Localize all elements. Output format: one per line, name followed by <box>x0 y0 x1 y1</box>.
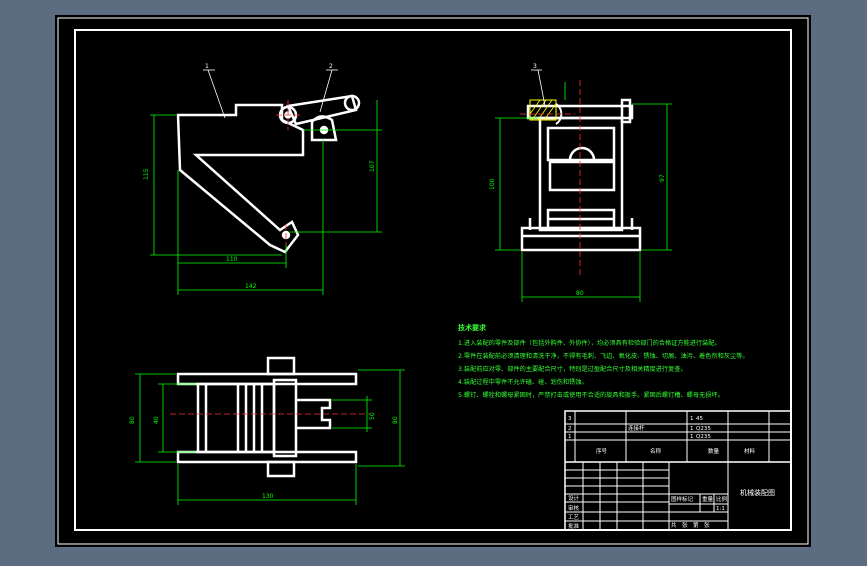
sheet-border-outer <box>57 17 809 545</box>
part-row-no: 1 <box>568 434 572 440</box>
part-row-material: Q235 <box>696 426 711 432</box>
header-qty: 数量 <box>708 447 720 455</box>
part-row-name: 连接杆 <box>628 424 645 432</box>
side-window-upper <box>546 126 616 162</box>
tech-note-line: 3.装配前应对零、部件的主要配合尺寸，特别是过盈配合尺寸及相关精度进行复查。 <box>458 365 687 373</box>
technical-requirements: 技术要求 1.进入装配的零件及部件（包括外购件、外协件），均必须具有检验部门的合… <box>458 323 749 399</box>
side-arch <box>568 146 596 161</box>
top-lug-upper <box>266 356 296 376</box>
side-view-centerlines <box>520 80 581 275</box>
weight-label: 重量 <box>702 495 714 503</box>
tech-note-line: 2.零件在装配前必须清理和清洗干净，不得有毛刺、飞边、氧化皮、锈蚀、切屑、油污、… <box>458 352 749 360</box>
tech-note-line: 4.装配过程中零件不允许磕、碰、划伤和锈蚀。 <box>458 378 588 386</box>
title-block <box>564 410 792 531</box>
scale-label: 图样标记 <box>671 495 694 503</box>
balloon-3: 3 <box>533 63 537 70</box>
tech-notes-title: 技术要求 <box>458 323 487 332</box>
part-row-qty: 1 <box>690 434 694 440</box>
dim-top-left-outer: 80 <box>129 416 136 424</box>
front-view-centerlines <box>276 100 300 246</box>
part-row-no: 2 <box>568 426 572 432</box>
dim-front-height-left: 115 <box>143 168 150 180</box>
bracket-body <box>176 103 305 254</box>
header-no: 序号 <box>596 447 608 455</box>
part-row-qty: 1 <box>690 426 694 432</box>
ratio-value: 1:1 <box>716 506 725 512</box>
approver-label: 批准 <box>568 522 580 530</box>
dim-side-height-left: 100 <box>489 178 496 190</box>
dim-front-height-right: 107 <box>369 160 376 172</box>
sheet-label: 共 张 第 张 <box>671 521 710 529</box>
top-view <box>176 356 358 478</box>
balloon-1: 1 <box>205 63 209 70</box>
top-center-block <box>272 378 298 458</box>
front-view-dim-text: 115 107 110 142 <box>143 160 376 290</box>
side-window-middle <box>548 160 616 192</box>
side-view-dimensions <box>495 69 672 302</box>
dim-top-left-inner: 40 <box>153 416 160 424</box>
dim-side-height-right: 97 <box>659 174 666 182</box>
link-clevis <box>310 115 338 142</box>
top-view-dimensions <box>135 369 405 505</box>
front-view <box>176 94 361 254</box>
part-row-material: 45 <box>696 416 703 422</box>
top-clevis <box>296 398 332 430</box>
header-name: 名称 <box>650 447 662 455</box>
title-block-text: 3 1 45 2 连接杆 1 Q235 1 1 Q235 序号 名称 数量 材料… <box>568 416 775 530</box>
side-right-lug <box>620 98 632 124</box>
drawing-sheet <box>55 15 811 547</box>
header-material: 材料 <box>744 447 756 455</box>
side-view-dim-text: 3 100 97 80 <box>489 63 666 297</box>
rod-end-boss <box>343 94 361 112</box>
dim-top-right-outer: 80 <box>392 416 399 424</box>
front-view-labels: 1 2 <box>205 63 333 70</box>
top-lug-lower <box>266 460 296 478</box>
part-row-no: 3 <box>568 416 572 422</box>
designer-label: 设计 <box>568 494 580 502</box>
checker-label: 审核 <box>568 504 580 512</box>
side-view <box>520 98 642 252</box>
dim-front-width-outer: 142 <box>245 283 257 290</box>
dim-side-width: 80 <box>576 290 584 297</box>
dim-top-right-inner: 50 <box>369 412 376 420</box>
part-row-material: Q235 <box>696 434 711 440</box>
top-view-dim-text: 80 40 50 80 130 <box>129 412 399 500</box>
dim-front-width-inner: 110 <box>226 256 238 263</box>
sheet-border-inner <box>74 29 792 531</box>
balloon-2: 2 <box>329 63 333 70</box>
craft-label: 工艺 <box>568 514 580 521</box>
part-row-qty: 1 <box>690 416 694 422</box>
tech-note-line: 5.螺钉、螺栓和螺母紧固时，严禁打击或使用不合适的旋具和扳手。紧固后螺钉槽、螺母… <box>458 391 724 399</box>
front-view-dimensions <box>150 69 382 295</box>
dim-top-width: 130 <box>262 493 274 500</box>
tech-note-line: 1.进入装配的零件及部件（包括外购件、外协件），均必须具有检验部门的合格证方能进… <box>458 339 721 347</box>
drawing-title: 机械装配图 <box>740 488 775 497</box>
ratio-label: 比例 <box>716 495 728 503</box>
